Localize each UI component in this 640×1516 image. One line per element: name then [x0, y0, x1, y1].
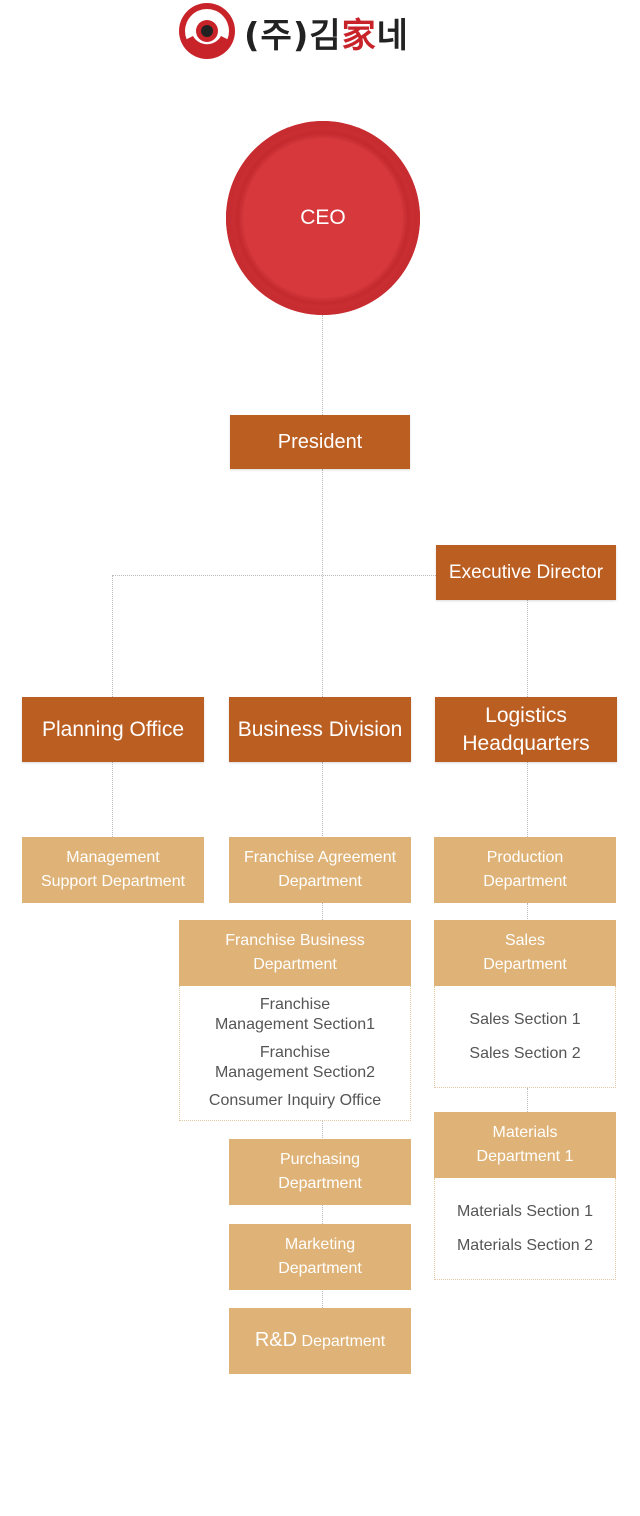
franchise-agreement-node: Franchise Agreement Department — [229, 837, 411, 903]
company-name-part1: 김 — [309, 16, 342, 56]
franchise-agreement-line2: Department — [278, 873, 362, 890]
franchise-section-2: Franchise Management Section2 — [215, 1043, 375, 1083]
connector-planning — [112, 575, 113, 697]
company-name-part3: 네 — [376, 16, 409, 56]
sales-sections: Sales Section 1 Sales Section 2 — [434, 986, 616, 1088]
marketing-line2: Department — [278, 1260, 362, 1277]
franchise-business-node: Franchise Business Department — [179, 920, 411, 986]
president-node: President — [230, 415, 410, 469]
purchasing-node: Purchasing Department — [229, 1139, 411, 1205]
franchise-section-2-line2: Management Section2 — [214, 1064, 376, 1081]
production-node: Production Department — [434, 837, 616, 903]
logistics-hq-node: Logistics Headquarters — [435, 697, 617, 762]
sales-node: Sales Department — [434, 920, 616, 986]
sales-line1: Sales — [504, 932, 546, 949]
planning-office-node: Planning Office — [22, 697, 204, 762]
sales-section-2: Sales Section 2 — [469, 1044, 581, 1062]
rnd-label: R&D Department — [255, 1328, 385, 1354]
franchise-business-line1: Franchise Business — [225, 932, 365, 949]
connector-logistics-production — [527, 762, 528, 837]
management-support-node: Management Support Department — [22, 837, 204, 903]
production-line2: Department — [483, 873, 567, 890]
president-label: President — [277, 430, 363, 453]
executive-director-node: Executive Director — [436, 545, 616, 600]
connector-horizontal-exec — [112, 575, 436, 576]
materials-line1: Materials — [492, 1124, 558, 1141]
franchise-business-line2: Department — [253, 956, 337, 973]
purchasing-line2: Department — [278, 1175, 362, 1192]
marketing-node: Marketing Department — [229, 1224, 411, 1290]
sales-section-1: Sales Section 1 — [469, 1010, 581, 1028]
franchise-section-1-line1: Franchise — [259, 996, 331, 1013]
materials-section-2: Materials Section 2 — [456, 1236, 594, 1254]
materials-node: Materials Department 1 — [434, 1112, 616, 1178]
company-name: (주)김家네 — [244, 8, 409, 57]
ceo-node: CEO — [226, 121, 420, 315]
business-division-node: Business Division — [229, 697, 411, 762]
franchise-agreement-line1: Franchise Agreement — [243, 849, 397, 866]
company-name-part2: 家 — [341, 16, 377, 56]
connector-president-business — [322, 469, 323, 697]
rnd-label-strong: R&D — [254, 1329, 298, 1351]
logistics-hq-line2: Headquarters — [462, 731, 590, 755]
rnd-node: R&D Department — [229, 1308, 411, 1374]
company-prefix: (주) — [244, 16, 310, 56]
logistics-hq-line1: Logistics — [485, 703, 567, 727]
purchasing-line1: Purchasing — [279, 1151, 361, 1168]
consumer-inquiry-office: Consumer Inquiry Office — [208, 1092, 382, 1109]
connector-production-sales — [527, 903, 528, 921]
franchise-section-2-line1: Franchise — [259, 1044, 331, 1061]
business-division-label: Business Division — [237, 717, 403, 741]
connector-sales-materials — [527, 1088, 528, 1112]
materials-section-1: Materials Section 1 — [456, 1202, 594, 1220]
executive-director-label: Executive Director — [448, 561, 604, 583]
management-support-line1: Management — [66, 849, 160, 866]
connector-planning-management — [112, 762, 113, 837]
ceo-label: CEO — [300, 206, 346, 229]
franchise-section-1: Franchise Management Section1 — [215, 995, 375, 1035]
rnd-label-rest: Department — [297, 1333, 386, 1350]
sales-line2: Department — [483, 956, 567, 973]
franchise-section-1-line2: Management Section1 — [214, 1016, 376, 1033]
production-line1: Production — [486, 849, 564, 866]
management-support-line2: Support Department — [40, 873, 186, 890]
connector-ceo-president — [322, 315, 323, 415]
materials-sections: Materials Section 1 Materials Section 2 — [434, 1178, 616, 1280]
company-logo: (주)김家네 — [178, 0, 470, 60]
seal-icon — [179, 3, 235, 59]
planning-office-label: Planning Office — [41, 717, 185, 741]
connector-exec-logistics — [527, 600, 528, 697]
marketing-line1: Marketing — [284, 1236, 356, 1253]
franchise-business-sections: Franchise Management Section1 Franchise … — [179, 986, 411, 1121]
materials-line2: Department 1 — [476, 1148, 574, 1165]
